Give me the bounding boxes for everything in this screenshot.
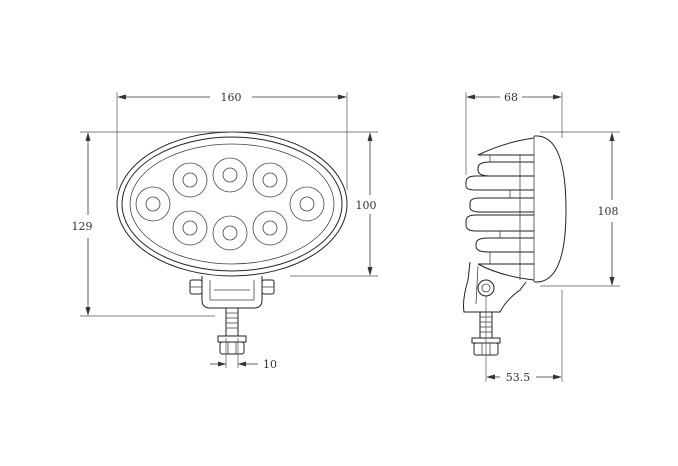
depth-dimension-label: 68: [504, 91, 518, 104]
width-dimension-label: 160: [221, 91, 242, 104]
mounting-bracket: [189, 276, 275, 309]
led-cup: [135, 186, 171, 222]
side-view: 68 108 53.5: [463, 91, 620, 384]
heat-sink-fins: [465, 137, 535, 281]
housing-outer-ellipse: [116, 131, 348, 277]
housing-height-dimension-label: 108: [598, 205, 619, 218]
width-dimension: 160: [116, 91, 348, 190]
led-cup: [172, 210, 208, 246]
front-view: 160 129 100: [72, 91, 378, 371]
total-height-dimension-label: 129: [72, 220, 93, 233]
base-dimension-label: 53.5: [506, 371, 531, 384]
lens-ellipse: [129, 143, 335, 265]
bolt-diameter-dimension: 10: [210, 338, 277, 371]
base-dimension: 53.5: [485, 290, 563, 384]
total-height-dimension: 129: [72, 131, 232, 317]
led-cup: [172, 162, 208, 198]
led-array: [135, 157, 325, 251]
lens-height-dimension-label: 100: [356, 199, 377, 212]
led-cup: [289, 186, 325, 222]
housing-bezel-ellipse: [121, 136, 343, 272]
mounting-bolt: [217, 307, 247, 355]
led-cup: [212, 157, 248, 193]
led-cup: [252, 210, 288, 246]
bolt-diameter-dimension-label: 10: [263, 358, 277, 371]
depth-dimension: 68: [465, 91, 563, 175]
side-bracket: [463, 261, 527, 313]
lens-height-dimension: 100: [232, 131, 378, 277]
lens-face: [537, 135, 567, 283]
led-cup: [212, 215, 248, 251]
housing-height-dimension: 108: [540, 131, 620, 287]
led-cup: [252, 162, 288, 198]
